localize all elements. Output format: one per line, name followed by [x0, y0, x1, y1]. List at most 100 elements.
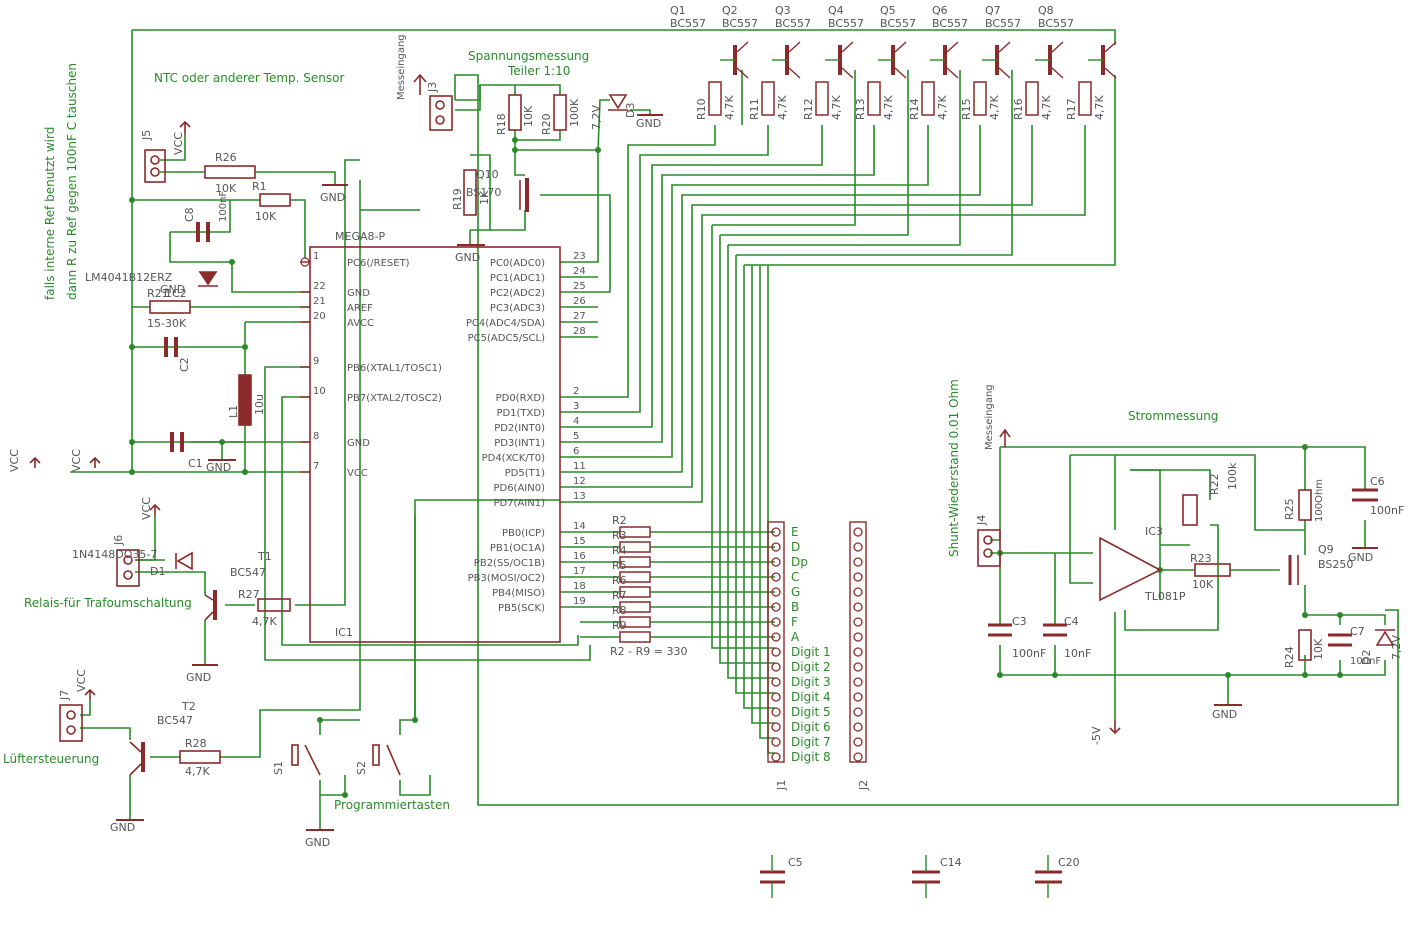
ic1-pin-label: PC6(/RESET)	[347, 258, 410, 269]
t1-ref: T1	[257, 550, 272, 563]
ic1-pin-num: 16	[573, 551, 586, 562]
ic1-pin-label: GND	[347, 438, 370, 449]
j2-pin	[853, 542, 863, 552]
ic1-pin-label: PC2(ADC2)	[490, 288, 545, 299]
ic1-pin-num: 15	[573, 536, 586, 547]
ic1-right-pins: 23PC0(ADC0)24PC1(ADC1)25PC2(ADC2)26PC3(A…	[466, 251, 586, 614]
ic1-pin-num: 28	[573, 326, 586, 337]
j1-pin	[771, 692, 781, 702]
seg-resistor-ref: R6	[612, 574, 627, 587]
q-type: BC557	[775, 17, 811, 30]
digit-resistor-body	[815, 81, 829, 116]
c14-ref: C14	[940, 856, 962, 869]
j1-pin	[771, 602, 781, 612]
r28-value: 4,7K	[185, 765, 210, 778]
c3-ref: C3	[1012, 615, 1027, 628]
digit-resistor-value: 4,7K	[882, 95, 895, 120]
gnd-label-8: GND	[1212, 708, 1237, 721]
digit-resistor-ref: R17	[1065, 98, 1078, 120]
r18-value: 10K	[522, 105, 535, 127]
j1-pin	[771, 617, 781, 627]
r25-ref: R25	[1283, 498, 1296, 520]
j2-pin	[853, 632, 863, 642]
ic1-pin-num: 2	[573, 386, 579, 397]
junctions	[129, 137, 1343, 798]
d3-ref: D3	[624, 103, 637, 118]
gnd-label-5: GND	[305, 836, 330, 849]
ic1-left-pins: 1PC6(/RESET)22GND21AREF20AVCC9PB6(XTAL1/…	[300, 251, 442, 479]
c4-ref: C4	[1064, 615, 1079, 628]
q10-value: BS170	[466, 186, 501, 199]
ic1-pin-num: 27	[573, 311, 586, 322]
j1-pin	[771, 542, 781, 552]
note-shunt: Shunt-Wiederstand 0.01 Ohm	[947, 379, 961, 557]
seg-resistor-body	[619, 616, 651, 628]
vcc-label-4: VCC	[70, 449, 83, 472]
gnd-label-9: GND	[1348, 551, 1373, 564]
seg-resistor-ref: R8	[612, 604, 627, 617]
q-collector	[894, 67, 907, 79]
j2-pin	[853, 572, 863, 582]
r21-ref: R21	[147, 287, 169, 300]
r1-value: 10K	[255, 210, 277, 223]
c7-value: 100nF	[1350, 656, 1381, 667]
j2-header: J2	[849, 521, 870, 791]
ic1-pin-label: VCC	[347, 468, 368, 479]
q-emitter	[894, 41, 907, 53]
r23-ref: R23	[1190, 552, 1212, 565]
r-values-note: R2 - R9 = 330	[610, 645, 687, 658]
vcc-label-3: VCC	[75, 669, 88, 692]
q-type: BC557	[828, 17, 864, 30]
q-collector	[841, 67, 854, 79]
c3-value: 100nF	[1012, 647, 1046, 660]
d2-ref: D2	[1360, 650, 1373, 665]
seg-resistor-body	[619, 631, 651, 643]
j2-pin	[853, 722, 863, 732]
ic1-pin-num: 12	[573, 476, 586, 487]
ic1-pin-label: PB1(OC1A)	[490, 543, 545, 554]
q-type: BC557	[722, 17, 758, 30]
ic1-pin-label: PB2(SS/OC1B)	[474, 558, 545, 569]
digit-resistor-value: 4,7K	[830, 95, 843, 120]
q-emitter	[1104, 41, 1117, 53]
ic1-pin-label: PD4(XCK/T0)	[482, 453, 545, 464]
ic1-pin-label: PC5(ADC5/SCL)	[468, 333, 545, 344]
gnd-label-3: GND	[186, 671, 211, 684]
r22-ref: R22	[1208, 473, 1221, 495]
q-collector	[788, 67, 801, 79]
j5-ref: J5	[140, 130, 153, 141]
j2-pin	[853, 602, 863, 612]
ic1-pin-label: GND	[347, 288, 370, 299]
ic1-pin-num: 7	[313, 461, 319, 472]
vcc-label-5: VCC	[8, 449, 21, 472]
digit-resistor-value: 4,7K	[723, 95, 736, 120]
gnd-label-7: GND	[636, 117, 661, 130]
digit-transistors: Q1BC557Q2BC557Q3BC557Q4BC557Q5BC557Q6BC5…	[670, 4, 1117, 79]
j2-pin	[853, 527, 863, 537]
j1-pin	[771, 647, 781, 657]
lm4041-ref: LM4041B12ERZ	[85, 271, 173, 284]
digit-resistor-ref: R11	[748, 98, 761, 120]
note-ntc: NTC oder anderer Temp. Sensor	[154, 71, 344, 85]
net-labels: GND GND GND GND GND GND GND GND GND GND …	[8, 117, 1373, 849]
s2-ref: S2	[355, 761, 368, 775]
digit-resistor-ref: R13	[854, 98, 867, 120]
q-collector	[1051, 67, 1064, 79]
ic3-ref: IC3	[1145, 525, 1163, 538]
ic1-pin-label: PD2(INT0)	[494, 423, 545, 434]
t2-ref: T2	[181, 700, 196, 713]
q-type: BC557	[670, 17, 706, 30]
q9-value: BS250	[1318, 558, 1353, 571]
q-emitter	[946, 41, 959, 53]
ic1-pin-num: 21	[313, 296, 326, 307]
c8-value: 100nF	[218, 191, 229, 222]
r23-value: 10K	[1192, 578, 1214, 591]
q-ref: Q8	[1038, 4, 1054, 17]
seg-resistor-ref: R7	[612, 589, 627, 602]
r25-value: 100Ohm	[1314, 479, 1325, 522]
part-labels: R26 10K R1 10K C8 100nF LM4041B12ERZ R21…	[58, 34, 1404, 869]
seg-resistor-body	[619, 571, 651, 583]
j1-pin	[771, 527, 781, 537]
j2-pin	[853, 707, 863, 717]
